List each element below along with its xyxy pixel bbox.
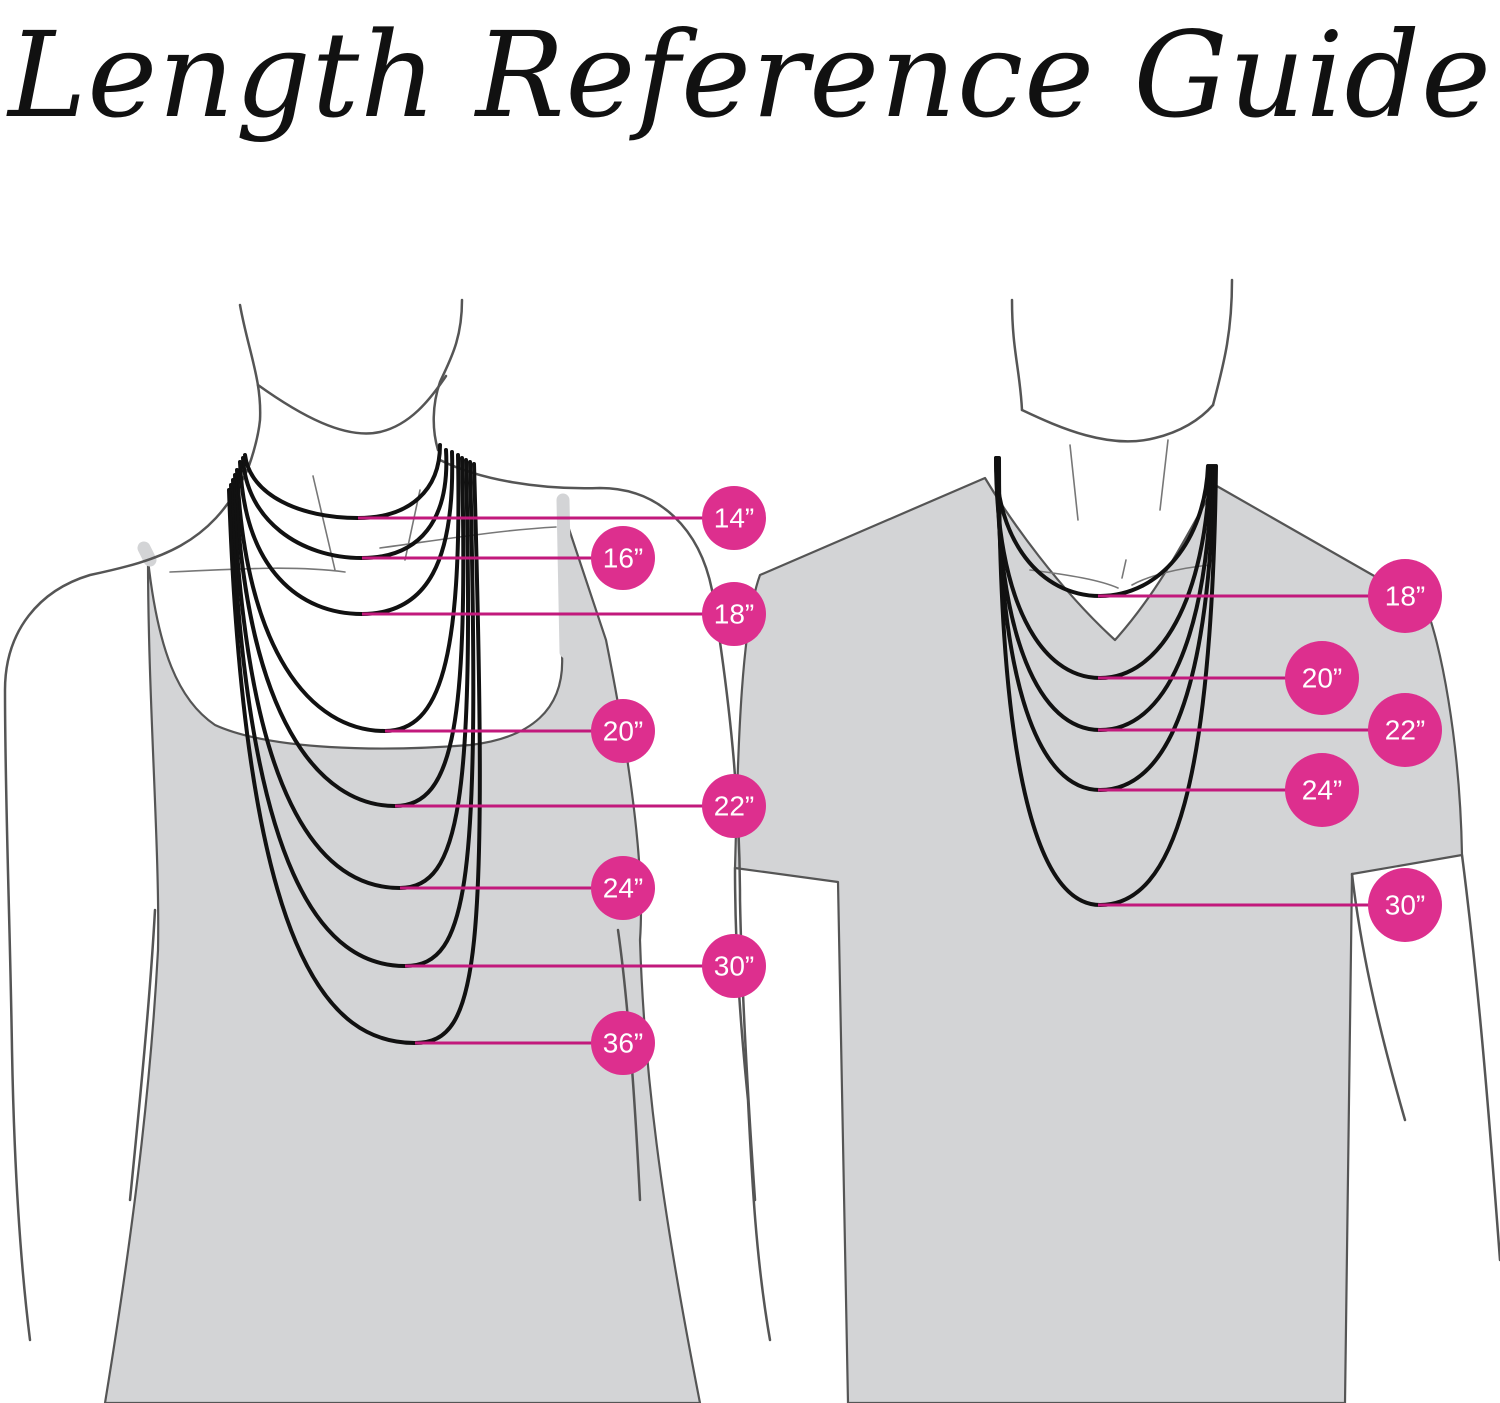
female-right-shoulder (438, 458, 757, 1202)
length-label-18: 18” (1098, 559, 1442, 633)
length-label-30: 30” (1098, 868, 1442, 942)
female-chain-16 (241, 448, 449, 561)
male-neck (1010, 278, 1234, 412)
female-left-arm-inner (128, 908, 157, 1202)
female-length-labels: 14” 16” 18” 20” 22” 24” (358, 486, 766, 1075)
page-title: Length Reference Guide (8, 6, 1492, 144)
length-value: 18” (714, 599, 754, 630)
length-label-20: 20” (385, 699, 655, 763)
length-value: 30” (1385, 890, 1425, 921)
length-label-36: 36” (415, 1011, 655, 1075)
length-value: 18” (1385, 581, 1425, 612)
length-label-30: 30” (405, 934, 766, 998)
length-label-24: 24” (400, 856, 655, 920)
male-neck-detail (1069, 439, 1169, 521)
male-jaw (1020, 403, 1215, 443)
length-value: 14” (714, 503, 754, 534)
female-jaw (256, 374, 448, 435)
female-neck (238, 298, 464, 477)
length-value: 20” (1302, 663, 1342, 694)
length-value: 24” (1302, 775, 1342, 806)
length-label-24: 24” (1098, 753, 1359, 827)
length-value: 22” (714, 791, 754, 822)
male-collarbone (1029, 559, 1211, 589)
female-figure (3, 298, 757, 1403)
length-value: 22” (1385, 715, 1425, 746)
female-tank-top (103, 518, 702, 1403)
male-figure (733, 278, 1500, 1403)
length-value: 30” (714, 951, 754, 982)
female-strap-left (137, 541, 157, 567)
male-length-labels: 18” 20” 22” 24” 30” (1098, 559, 1442, 942)
female-strap-right (556, 493, 573, 659)
length-value: 36” (603, 1028, 643, 1059)
male-tshirt (733, 476, 1464, 1403)
length-label-20: 20” (1098, 641, 1359, 715)
female-chain-30 (229, 460, 476, 969)
length-value: 24” (603, 873, 643, 904)
length-value: 16” (603, 543, 643, 574)
length-label-22: 22” (1098, 693, 1442, 767)
female-chain-14 (243, 443, 442, 521)
female-chain-18 (238, 450, 455, 617)
length-label-16: 16” (362, 526, 655, 590)
length-label-14: 14” (358, 486, 766, 550)
length-label-18: 18” (362, 582, 766, 646)
length-label-22: 22” (395, 774, 766, 838)
length-value: 20” (603, 716, 643, 747)
female-left-shoulder (3, 473, 247, 1342)
